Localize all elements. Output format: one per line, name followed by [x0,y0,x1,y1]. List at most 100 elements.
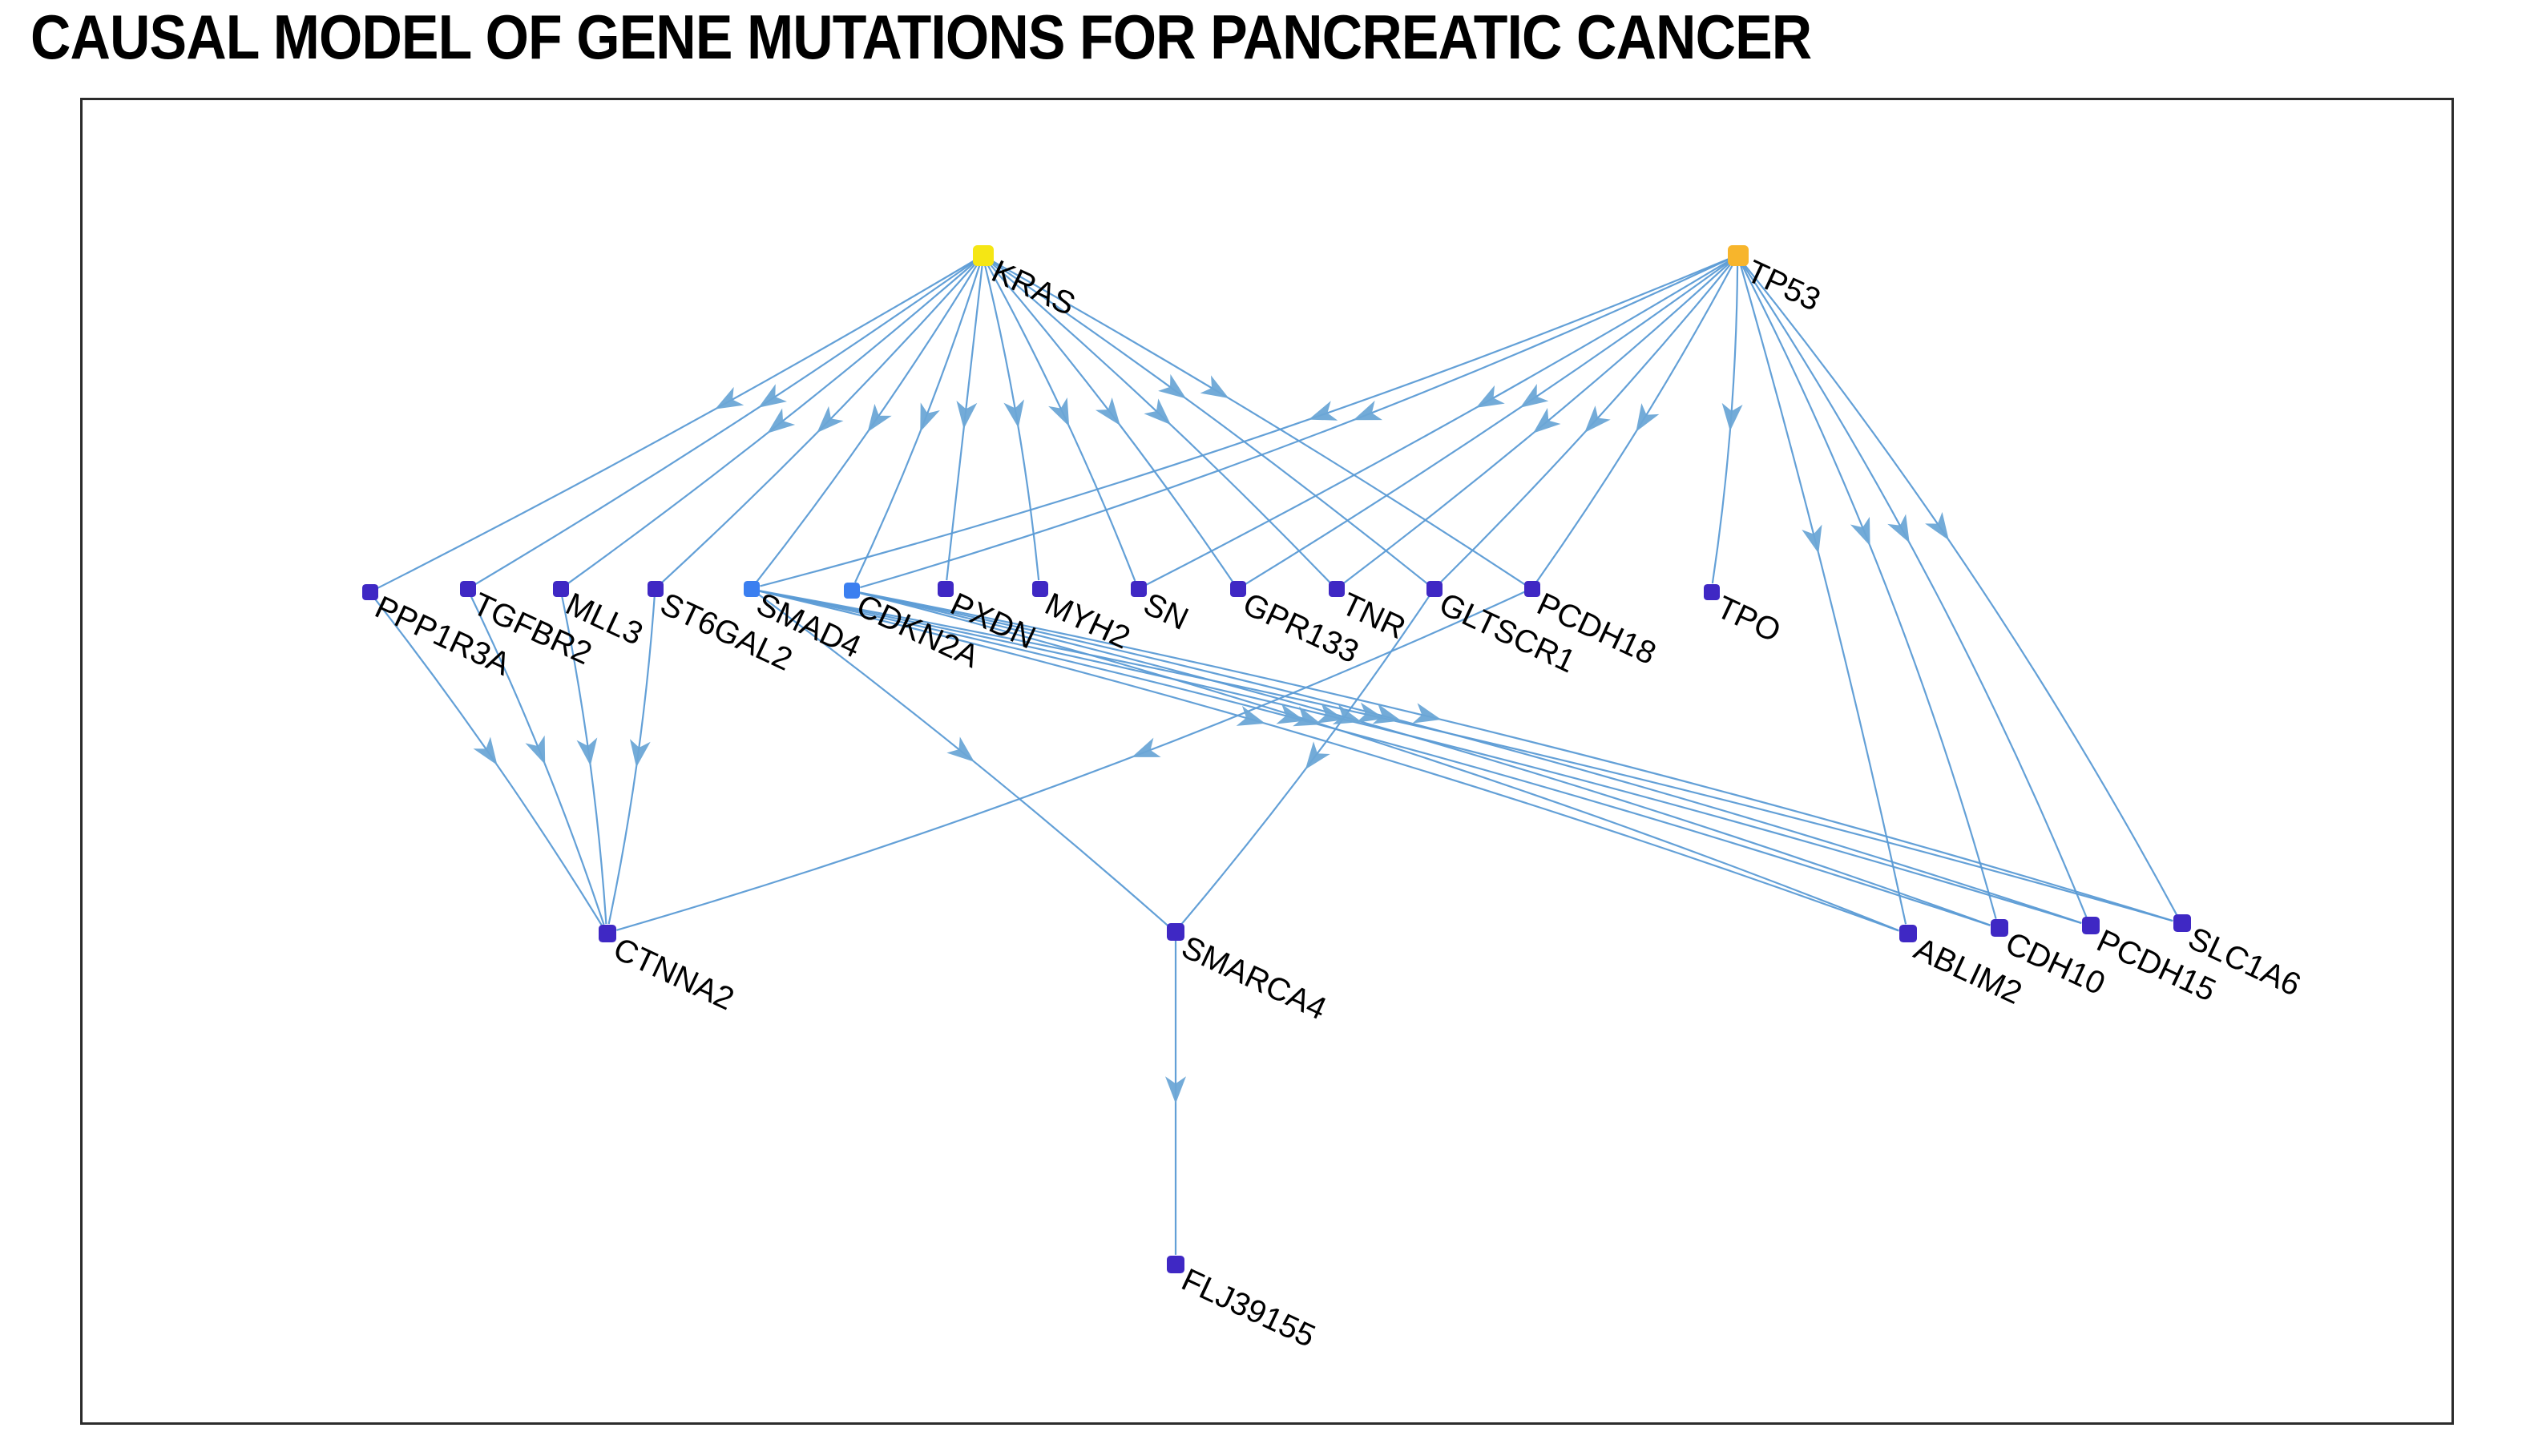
edge [1741,264,1997,920]
edge-arrowhead [1925,511,1949,541]
graph-node-ctnna2[interactable] [599,925,616,942]
edge-arrowhead [920,402,940,432]
edge [616,591,1527,931]
edge [991,260,1526,586]
page-title: CAUSAL MODEL OF GENE MUTATIONS FOR PANCR… [30,2,1812,72]
graph-node-pcdh15[interactable] [2082,917,2100,934]
edge-arrowhead [715,386,744,409]
edge [1711,264,1739,584]
graph-node-smad4[interactable] [744,581,760,597]
edge-arrowhead [1276,704,1305,724]
arrowheads-layer [473,373,1949,1104]
edge-arrowhead [758,384,787,408]
edge [1741,263,2088,918]
graph-node-smarca4[interactable] [1167,923,1184,941]
graph-node-tnr[interactable] [1329,581,1345,597]
edge-arrowhead [946,736,974,762]
edge-arrowhead [1305,741,1330,770]
edge-arrowhead [1887,514,1910,543]
graph-node-kras[interactable] [973,245,994,266]
graph-node-flj39155[interactable] [1167,1256,1184,1273]
edge [858,591,1899,932]
edge [1342,260,1732,584]
graph-node-sn[interactable] [1131,581,1147,597]
edge-arrowhead [1584,405,1611,433]
graph-node-ablim2[interactable] [1899,925,1917,942]
edge-arrowhead [1802,524,1822,554]
edge-arrowhead [867,403,892,433]
edge [858,591,1991,926]
node-label-flj39155: FLJ39155 [1176,1262,1321,1354]
edge-arrowhead [1519,383,1549,408]
graph-node-slc1a6[interactable] [2173,914,2191,932]
graph-node-tpo[interactable] [1704,584,1720,600]
edge-arrowhead [1353,400,1382,421]
edge [1742,263,2178,916]
node-label-kras: KRAS [987,254,1080,323]
edge [758,590,1991,926]
edge-arrowhead [1144,398,1172,426]
edge-arrowhead [1003,399,1025,429]
edge [858,591,2082,924]
node-label-tpo: TPO [1711,590,1786,650]
edge-arrowhead [1356,702,1386,723]
graph-node-st6gal2[interactable] [648,581,664,597]
edge [1535,263,1734,583]
graph-node-ppp1r3a[interactable] [362,584,378,600]
edge-arrowhead [1095,397,1120,426]
edge [756,263,979,583]
edge [567,260,977,585]
edge-arrowhead [525,735,546,765]
graph-node-mll3[interactable] [553,581,569,597]
edge [1245,260,1731,585]
edge-arrowhead [1048,397,1070,427]
edge [758,590,1899,932]
edge-arrowhead [1236,705,1265,726]
edges-layer [373,257,2178,1255]
nodes-layer [362,245,2191,1273]
edge [660,261,978,583]
edge [474,260,976,585]
edge [990,260,1428,585]
edge [1146,259,1731,586]
graph-node-gltscr1[interactable] [1426,581,1443,597]
edge-arrowhead [1372,704,1402,724]
edge [1739,264,1907,925]
edge-arrowhead [473,736,498,765]
edge-arrowhead [629,739,651,768]
edge-arrowhead [1158,373,1187,399]
edge-arrowhead [1636,403,1660,432]
edge-arrowhead [1308,401,1338,421]
edge [988,262,1234,583]
edge-arrowhead [1533,407,1561,434]
node-label-smarca4: SMARCA4 [1176,930,1332,1027]
edge-arrowhead [817,405,844,434]
edge [858,591,2173,922]
edge-arrowhead [576,737,598,766]
edge-arrowhead [1332,704,1362,724]
edge [1439,261,1733,583]
graph-node-cdh10[interactable] [1991,919,2008,937]
graph-node-cdkn2a[interactable] [844,583,860,599]
edge-arrowhead [956,400,978,430]
graph-node-pxdn[interactable] [938,581,954,597]
graph-node-myh2[interactable] [1032,581,1048,597]
diagram-frame [80,98,2454,1425]
edge-arrowhead [1132,737,1161,757]
edge [859,258,1730,589]
graph-node-tp53[interactable] [1728,245,1749,266]
graph-node-tgfbr2[interactable] [460,581,476,597]
edge-arrowhead [1316,703,1346,724]
edge [760,257,1730,587]
edge-arrowhead [1850,516,1870,547]
graph-node-pcdh18[interactable] [1524,581,1540,597]
node-label-ctnna2: CTNNA2 [608,931,740,1018]
graph-node-gpr133[interactable] [1230,581,1246,597]
edge-arrowhead [1412,703,1442,724]
edge-arrowhead [1200,375,1229,399]
node-label-tp53: TP53 [1741,254,1826,318]
edge-arrowhead [1721,402,1743,431]
